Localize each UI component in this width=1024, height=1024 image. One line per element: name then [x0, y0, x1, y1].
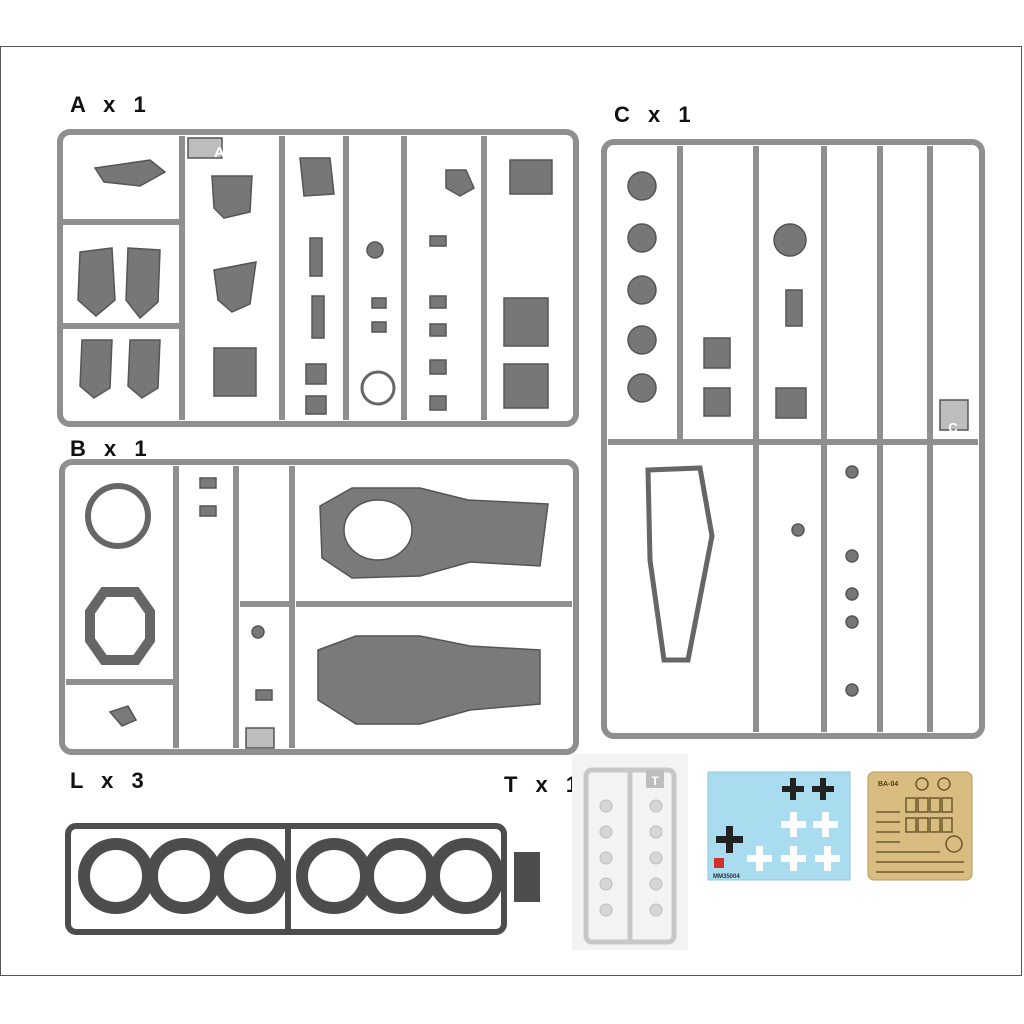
sprue-a-parts	[77, 137, 553, 415]
etch-code: BA-04	[878, 781, 898, 788]
label-sprue-c: C x 1	[614, 102, 697, 127]
sprue-l	[65, 823, 540, 935]
decal-code: MM35004	[713, 874, 740, 880]
decal-sheet	[707, 771, 851, 881]
page-frame	[0, 46, 1022, 976]
sprue-c-tag: C	[948, 420, 958, 435]
label-sprue-l: L x 3	[70, 768, 150, 793]
sprue-b-tag: B	[274, 732, 285, 749]
sprue-b-parts	[85, 477, 549, 749]
balkenkreuz-black	[716, 778, 834, 853]
label-sprue-a: A x 1	[70, 92, 152, 117]
sprue-a	[57, 129, 579, 427]
sprue-c-parts	[627, 171, 969, 697]
sprue-t	[572, 754, 688, 950]
label-sprue-b: B x 1	[70, 436, 153, 461]
label-sprue-t: T x 1	[504, 772, 585, 797]
sprue-c	[601, 139, 985, 739]
sprue-b	[59, 459, 579, 755]
sprue-a-tag: A	[214, 144, 225, 161]
photo-etch-sheet	[867, 771, 973, 881]
sprue-t-tag: T	[651, 774, 659, 788]
balkenkreuz-white	[747, 812, 840, 871]
